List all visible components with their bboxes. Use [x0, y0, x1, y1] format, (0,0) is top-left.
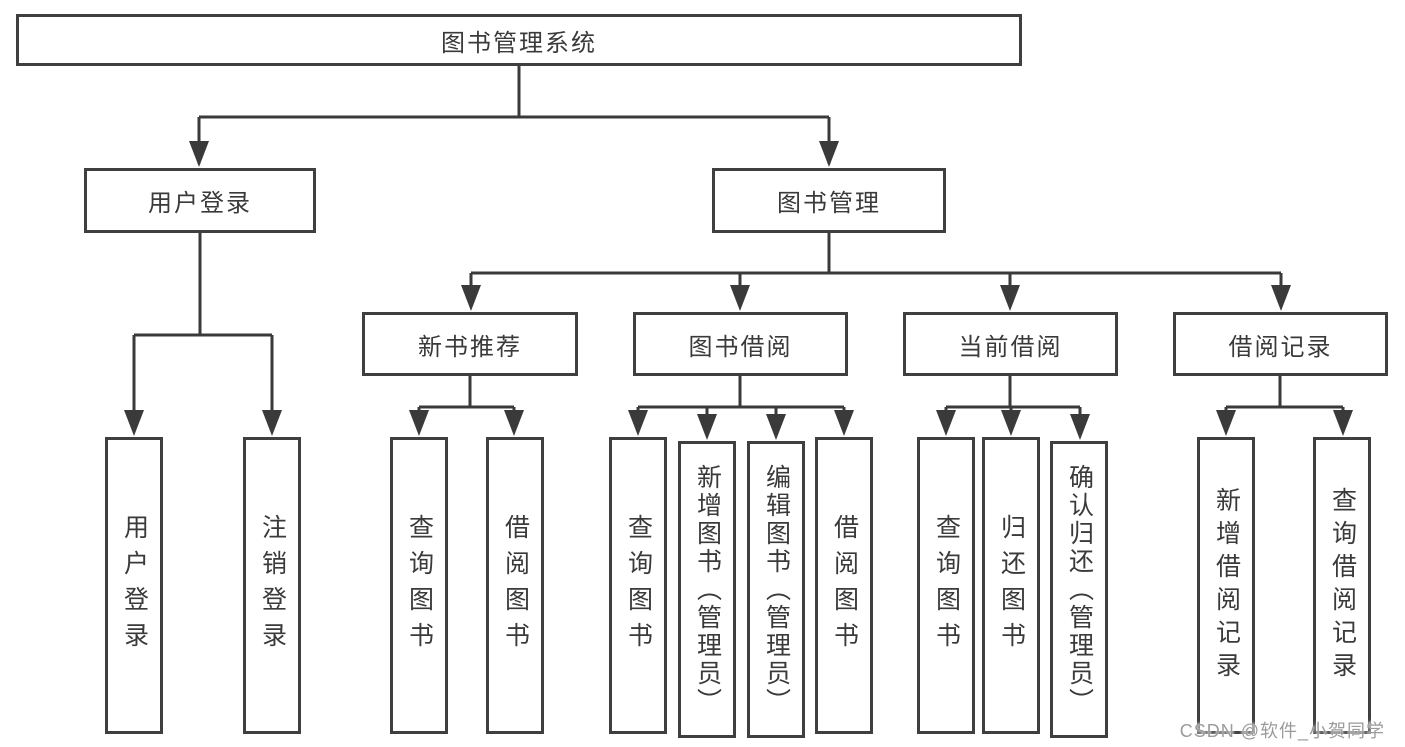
node-user-login-branch-label: 用户登录	[148, 190, 252, 217]
node-new-book-rec-label: 新书推荐	[418, 333, 522, 361]
watermark: CSDN @软件_小贺同学	[1179, 721, 1385, 741]
leaf-bb-add-books-label: 新增图书（管理员）	[693, 463, 722, 716]
connector-book-borrow-children	[636, 376, 846, 435]
leaf-logout-label: 注销登录	[258, 513, 287, 658]
leaf-br-add-record-label: 新增借阅记录	[1212, 486, 1241, 685]
leaf-br-query-record-label: 查询借阅记录	[1328, 486, 1357, 685]
leaf-nbr-query-books-label: 查询图书	[405, 513, 434, 658]
connector-book-mgmt-to-level3	[469, 233, 1283, 307]
node-book-mgmt-branch-label: 图书管理	[777, 190, 881, 217]
node-new-book-rec: 新书推荐	[362, 312, 578, 376]
connector-current-borrow-children	[944, 376, 1082, 435]
leaf-bb-borrow-books: 借阅图书	[815, 437, 873, 734]
connector-borrow-records-children	[1224, 376, 1345, 432]
leaf-br-add-record: 新增借阅记录	[1197, 437, 1255, 734]
leaf-bb-edit-books-label: 编辑图书（管理员）	[762, 463, 791, 716]
node-book-mgmt-branch: 图书管理	[712, 168, 946, 233]
leaf-cb-return-books-label: 归还图书	[997, 513, 1026, 658]
node-root: 图书管理系统	[16, 14, 1022, 66]
leaf-cb-query-books: 查询图书	[917, 437, 975, 734]
leaf-nbr-borrow-books: 借阅图书	[486, 437, 544, 734]
leaf-bb-add-books: 新增图书（管理员）	[678, 441, 736, 738]
node-user-login-branch: 用户登录	[84, 168, 316, 233]
leaf-logout: 注销登录	[243, 437, 301, 734]
leaf-bb-edit-books: 编辑图书（管理员）	[747, 441, 805, 738]
connector-user-login-subtree	[132, 233, 274, 432]
leaf-cb-confirm-return-label: 确认归还（管理员）	[1065, 463, 1094, 716]
leaf-cb-return-books: 归还图书	[982, 437, 1040, 734]
node-current-borrow: 当前借阅	[903, 312, 1118, 376]
node-book-borrow: 图书借阅	[633, 312, 848, 376]
leaf-cb-query-books-label: 查询图书	[932, 513, 961, 658]
connector-root-to-level2	[197, 66, 831, 164]
leaf-nbr-borrow-books-label: 借阅图书	[501, 513, 530, 658]
leaf-br-query-record: 查询借阅记录	[1313, 437, 1371, 734]
leaf-user-login: 用户登录	[105, 437, 163, 734]
leaf-cb-confirm-return: 确认归还（管理员）	[1050, 441, 1108, 738]
leaf-user-login-label: 用户登录	[120, 513, 149, 658]
connector-new-book-rec-children	[417, 376, 516, 432]
node-borrow-records-label: 借阅记录	[1228, 333, 1333, 361]
leaf-nbr-query-books: 查询图书	[390, 437, 448, 734]
leaf-bb-query-books: 查询图书	[609, 437, 667, 734]
node-current-borrow-label: 当前借阅	[958, 333, 1063, 361]
node-book-borrow-label: 图书借阅	[688, 333, 793, 361]
leaf-bb-query-books-label: 查询图书	[624, 513, 653, 658]
leaf-bb-borrow-books-label: 借阅图书	[830, 513, 859, 658]
node-root-label: 图书管理系统	[441, 29, 597, 57]
node-borrow-records: 借阅记录	[1173, 312, 1388, 376]
